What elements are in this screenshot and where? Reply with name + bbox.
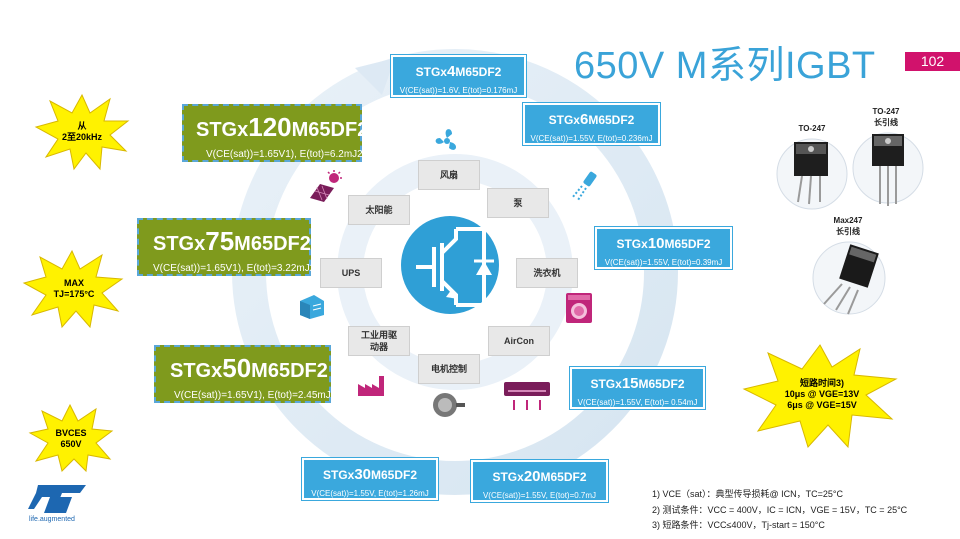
part-number: 20 [523, 468, 541, 485]
package-label-line: 长引线 [836, 227, 860, 236]
part-prefix: STGx [153, 233, 206, 255]
part-suffix: M65DF2 [540, 470, 587, 484]
app-label-industrial: 工业用驱动器 [348, 326, 410, 356]
star-line: 6μs @ VGE=15V [787, 400, 857, 410]
part-spec: V(CE(sat))=1.55V, E(tot)=1.26mJ [311, 489, 429, 498]
part-box-10m65df2: STGx10M65DF2 V(CE(sat))=1.55V, E(tot)=0.… [595, 227, 732, 269]
part-suffix: M65DF2 [664, 237, 711, 251]
part-number: 4 [446, 63, 456, 80]
star-line: 短路时间3) [799, 378, 844, 388]
part-spec: V(CE(sat))=1.65V1), E(tot)=2.45mJ2) [174, 390, 340, 401]
part-prefix: STGx [170, 360, 223, 382]
part-number: 6 [579, 111, 589, 128]
star-line: 从 [77, 121, 87, 131]
part-spec: V(CE(sat))=1.6V, E(tot)=0.176mJ [399, 86, 518, 95]
star-text-short-circuit: 短路时间3) 10μs @ VGE=13V 6μs @ VGE=15V [780, 378, 864, 411]
part-number: 10 [647, 235, 665, 252]
page-title: 650V M系列IGBT [574, 45, 876, 87]
star-text-bv: BVCES 650V [44, 428, 98, 450]
pump-icon [571, 171, 597, 201]
st-logo-tagline: life.augmented [29, 516, 75, 523]
to247-long-lead-package-image [852, 132, 924, 206]
star-burst-short-circuit [742, 344, 898, 449]
max247-package-image [812, 241, 886, 315]
ring-arrow-head [355, 58, 395, 95]
star-text-frequency: 从 2至20kHz [54, 121, 110, 143]
star-line: TJ=175°C [53, 289, 95, 299]
package-label-max247: Max247 长引线 [818, 215, 878, 237]
footnote-1: 1) VCE（sat）：典型传导损耗@ ICN，TC=25°C [652, 489, 844, 499]
ups-icon [300, 295, 324, 319]
app-label-motor: 电机控制 [418, 354, 480, 384]
star-burst-bv [28, 403, 114, 473]
washing-machine-icon [566, 293, 592, 323]
part-number: 50 [222, 353, 252, 383]
part-number: 120 [248, 112, 292, 142]
part-spec: V(CE(sat))=1.65V1), E(tot)=3.22mJ2) [153, 263, 319, 274]
part-number: 75 [205, 226, 235, 256]
app-label-fan: 风扇 [418, 160, 480, 190]
part-box-15m65df2: STGx15M65DF2 V(CE(sat))=1.55V, E(tot)= 0… [570, 367, 705, 409]
part-spec: V(CE(sat))=1.65V1), E(tot)=6.2mJ2) [206, 149, 367, 160]
part-box-4m65df2: STGx4M65DF2 V(CE(sat))=1.6V, E(tot)=0.17… [391, 55, 526, 97]
part-box-120m65df2: STGx120M65DF2 V(CE(sat))=1.65V1), E(tot)… [182, 104, 368, 162]
part-box-20m65df2: STGx20M65DF2 V(CE(sat))=1.55V, E(tot)=0.… [471, 460, 608, 502]
air-conditioner-icon [504, 382, 550, 410]
st-logo [28, 485, 86, 513]
star-burst-tj [22, 249, 124, 329]
footnote-3: 3) 短路条件：VCC≤400V，Tj-start = 150°C [652, 520, 825, 530]
star-text-tj: MAX TJ=175°C [48, 278, 100, 300]
part-prefix: STGx [548, 113, 580, 127]
part-suffix: M65DF2 [588, 113, 635, 127]
part-spec: V(CE(sat))=1.55V, E(tot)=0.39mJ [604, 258, 723, 267]
app-label-pump: 泵 [487, 188, 549, 218]
factory-icon [358, 376, 384, 396]
star-line: 650V [60, 439, 82, 449]
package-label-line: TO-247 [798, 124, 826, 133]
part-suffix: M65DF2 [251, 360, 328, 382]
part-prefix: STGx [590, 377, 622, 391]
package-label-to247-long: TO-247 长引线 [856, 106, 916, 128]
star-line: BVCES [55, 428, 87, 438]
package-label-to247: TO-247 [782, 123, 842, 134]
part-suffix: M65DF2 [371, 468, 418, 482]
part-box-75m65df2: STGx75M65DF2 V(CE(sat))=1.65V1), E(tot)=… [137, 218, 319, 276]
package-label-line: TO-247 [872, 107, 900, 116]
part-box-50m65df2: STGx50M65DF2 V(CE(sat))=1.65V1), E(tot)=… [154, 345, 340, 403]
part-box-30m65df2: STGx30M65DF2 V(CE(sat))=1.55V, E(tot)=1.… [302, 458, 438, 500]
footnote-2: 2) 测试条件：VCC = 400V，IC = ICN，VGE = 15V，TC… [652, 505, 908, 515]
to247-package-image [776, 138, 848, 210]
motor-icon [433, 393, 465, 417]
package-label-line: 长引线 [874, 118, 898, 127]
part-box-6m65df2: STGx6M65DF2 V(CE(sat))=1.55V, E(tot)=0.2… [523, 103, 660, 145]
part-prefix: STGx [415, 65, 447, 79]
part-prefix: STGx [616, 237, 648, 251]
star-line: 10μs @ VGE=13V [784, 389, 860, 399]
part-number: 15 [621, 375, 639, 392]
part-suffix: M65DF2 [234, 233, 311, 255]
part-prefix: STGx [322, 468, 355, 482]
star-line: MAX [64, 278, 84, 288]
app-label-aircon: AirCon [488, 326, 550, 356]
star-line: 2至20kHz [61, 132, 103, 142]
solar-panel-icon [310, 170, 342, 202]
star-burst-frequency [34, 93, 130, 171]
part-number: 30 [354, 466, 371, 483]
part-spec: V(CE(sat))=1.55V, E(tot)= 0.54mJ [577, 398, 698, 407]
part-suffix: M65DF2 [455, 65, 502, 79]
igbt-symbol-icon [401, 216, 499, 314]
app-label-solar: 太阳能 [348, 195, 410, 225]
app-label-washer: 洗衣机 [516, 258, 578, 288]
part-spec: V(CE(sat))=1.55V, E(tot)=0.236mJ [530, 134, 653, 143]
page-number-badge: 102 [905, 52, 960, 71]
app-label-ups: UPS [320, 258, 382, 288]
part-prefix: STGx [196, 119, 249, 141]
package-label-line: Max247 [833, 216, 863, 225]
fan-icon [435, 129, 457, 150]
part-suffix: M65DF2 [291, 119, 369, 141]
part-spec: V(CE(sat))=1.55V, E(tot)=0.7mJ [482, 491, 597, 500]
part-suffix: M65DF2 [638, 377, 685, 391]
part-prefix: STGx [492, 470, 524, 484]
